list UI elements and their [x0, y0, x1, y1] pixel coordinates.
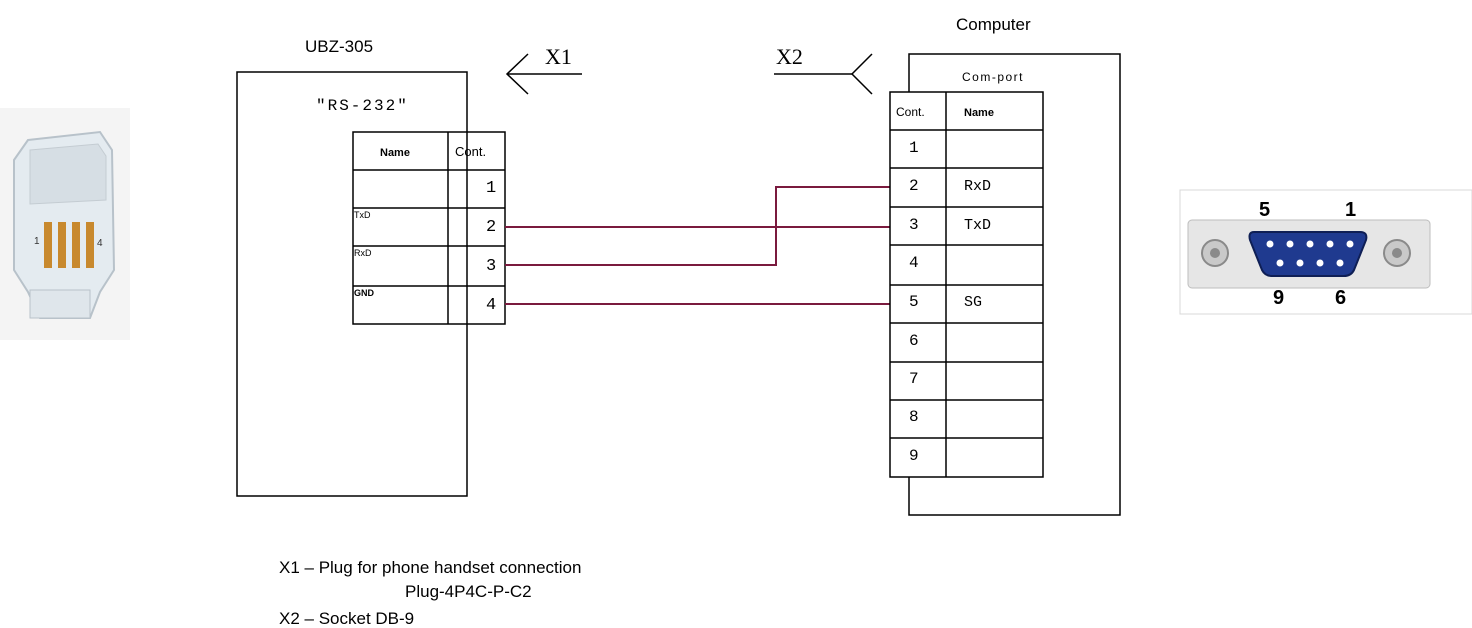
device-row-cont: 3: [486, 257, 496, 276]
db9-label-top-left: 5: [1259, 199, 1270, 221]
rj-plug-pin: [86, 222, 94, 268]
device-table-frame: [352, 131, 506, 325]
db9-pin: [1306, 240, 1314, 248]
legend: X1 – Plug for phone handset connection P…: [279, 558, 581, 628]
computer-col-name-header: Name: [964, 107, 994, 119]
device-row-cont: 1: [486, 179, 496, 198]
computer-title: Computer: [956, 15, 1031, 34]
computer-row-name: SG: [964, 294, 982, 311]
db9-pin: [1286, 240, 1294, 248]
connector-x2: X2: [774, 44, 873, 95]
legend-x1: X1 – Plug for phone handset connection: [279, 558, 581, 577]
db9-label-bottom-right: 6: [1335, 287, 1346, 309]
legend-x1-part: Plug-4P4C-P-C2: [405, 582, 532, 601]
computer-row-cont: 3: [909, 216, 919, 234]
computer-row-cont: 9: [909, 447, 919, 465]
computer-row-name: TxD: [964, 217, 991, 234]
rj-plug-pin: [72, 222, 80, 268]
computer-row-cont: 1: [909, 139, 919, 157]
connector-x1-arrow: [505, 53, 529, 95]
connector-x1-label: X1: [545, 44, 572, 69]
computer-row-cont: 5: [909, 293, 919, 311]
device-name: UBZ-305: [305, 37, 373, 56]
device-col-name-header: Name: [380, 147, 410, 159]
device-table: [352, 131, 506, 325]
rj-pin-label-left: 1: [34, 236, 40, 247]
db9-pin: [1316, 259, 1324, 267]
legend-x2: X2 – Socket DB-9: [279, 609, 414, 628]
db9-pin: [1336, 259, 1344, 267]
device-col-cont-header: Cont.: [455, 144, 486, 159]
computer-row-cont: 6: [909, 332, 919, 350]
device-row-name: GND: [354, 288, 375, 298]
connector-x1: X1: [505, 44, 582, 95]
db9-pin: [1346, 240, 1354, 248]
db9-label-top-right: 1: [1345, 199, 1356, 221]
device-row-cont: 2: [486, 218, 496, 237]
computer-table: [889, 91, 1044, 478]
device-row-cont: 4: [486, 296, 496, 315]
device-row-name: TxD: [354, 210, 371, 220]
computer-port-label: Com-port: [962, 70, 1024, 84]
db9-label-bottom-left: 9: [1273, 287, 1284, 309]
device-row-name: RxD: [354, 248, 372, 258]
wire-rxd-to-rxd: [505, 186, 890, 266]
computer-row-cont: 7: [909, 370, 919, 388]
connector-x2-socket: [850, 53, 873, 95]
computer-row-cont: 4: [909, 254, 919, 272]
computer-row-cont: 8: [909, 408, 919, 426]
device-block: UBZ-305 "RS-232" Name Cont. 1 TxD 2 RxD …: [236, 37, 506, 497]
wires: [505, 186, 890, 305]
db9-screw-right-center: [1392, 248, 1402, 258]
db9-body: [1248, 231, 1368, 277]
computer-block: Computer Com-port Cont. Name 1 2 RxD 3 T…: [889, 15, 1121, 516]
computer-row-name: RxD: [964, 178, 991, 195]
rj-plug-clip: [29, 143, 107, 205]
db9-screw-left-center: [1210, 248, 1220, 258]
computer-col-cont-header: Cont.: [896, 105, 925, 119]
db9-pin: [1326, 240, 1334, 248]
db9-pin: [1296, 259, 1304, 267]
connector-x2-label: X2: [776, 44, 803, 69]
rj-plug-pin: [58, 222, 66, 268]
db9-pin: [1276, 259, 1284, 267]
device-box: [236, 71, 468, 497]
rj-plug-pin: [44, 222, 52, 268]
db9-image: 5 1 9 6: [1179, 189, 1472, 315]
rj-plug-image: 1 4: [0, 108, 130, 340]
rj-pin-label-right: 4: [97, 238, 103, 249]
rj-plug-tail: [29, 289, 91, 319]
computer-row-cont: 2: [909, 177, 919, 195]
db9-pin: [1266, 240, 1274, 248]
device-port-label: "RS-232": [316, 97, 409, 115]
